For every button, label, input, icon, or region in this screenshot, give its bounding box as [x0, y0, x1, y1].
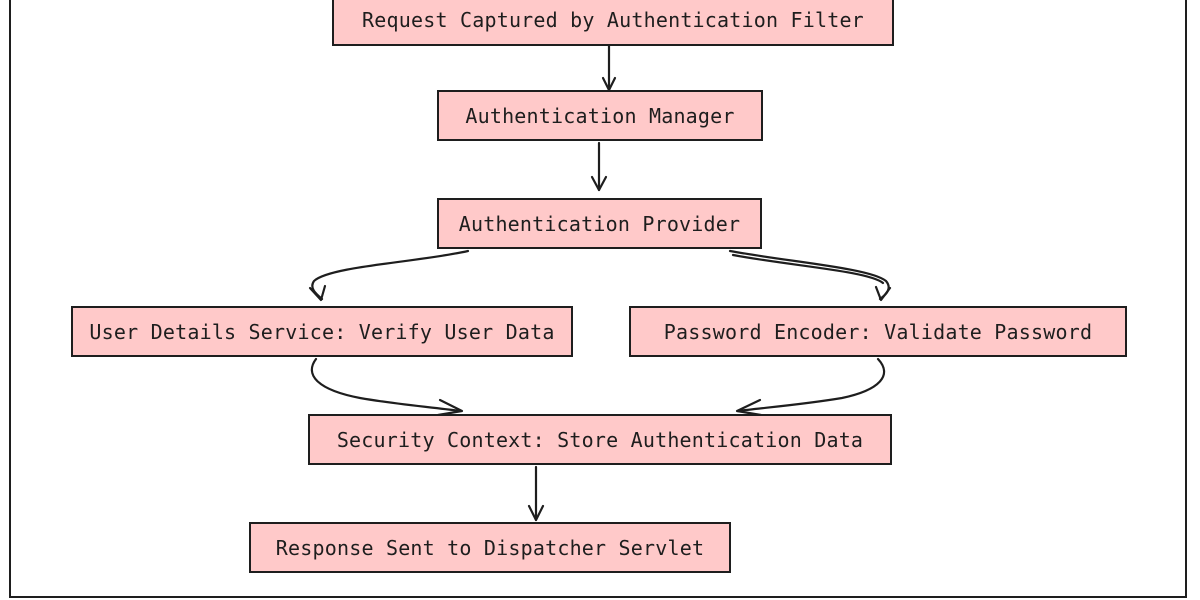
node-authentication-manager: Authentication Manager: [437, 90, 763, 141]
edge-n6-n7: [527, 465, 545, 522]
node-request-captured: Request Captured by Authentication Filte…: [332, 0, 894, 46]
edge-n5-n6: [735, 357, 885, 417]
node-password-encoder: Password Encoder: Validate Password: [629, 306, 1127, 357]
edge-n2-n3: [590, 141, 608, 192]
node-response-sent: Response Sent to Dispatcher Servlet: [249, 522, 731, 573]
edge-n1-n2: [601, 44, 617, 92]
edge-n4-n6: [310, 357, 464, 417]
node-user-details-service: User Details Service: Verify User Data: [71, 306, 573, 357]
node-authentication-provider: Authentication Provider: [437, 198, 762, 249]
edge-n3-n5: [728, 249, 892, 302]
node-security-context: Security Context: Store Authentication D…: [308, 414, 892, 465]
edge-n3-n4: [308, 249, 470, 302]
diagram-frame: [9, 0, 1187, 598]
